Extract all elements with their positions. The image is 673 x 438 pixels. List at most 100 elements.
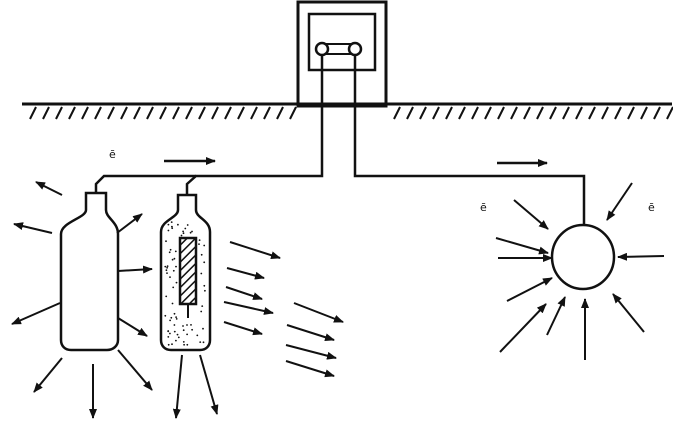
radiation-arrow <box>546 296 566 336</box>
solution-dot <box>166 272 168 274</box>
solution-dot <box>168 251 171 254</box>
solution-dot <box>171 225 173 228</box>
solution-dot <box>186 324 188 326</box>
ground-hatch-mark <box>237 106 245 120</box>
solution-dot <box>186 224 189 226</box>
ground-hatch-mark <box>185 106 193 120</box>
ground-hatch-mark <box>614 106 622 120</box>
ground-hatch-mark <box>29 106 37 120</box>
radiation-arrow <box>617 252 665 261</box>
ground-hatch-mark <box>276 106 284 120</box>
sphere <box>550 223 616 291</box>
meter-terminal-right <box>347 41 363 57</box>
solution-dot <box>175 316 178 318</box>
radiation-arrow <box>606 182 633 221</box>
ground-hatch-mark <box>549 106 557 120</box>
ground-hatch-mark <box>510 106 518 120</box>
electron-label-left: ē <box>109 148 116 161</box>
solution-dot <box>203 261 206 264</box>
ground-hatch-mark <box>458 106 466 120</box>
ground-hatch-mark <box>562 106 570 120</box>
solution-dot <box>166 266 169 269</box>
solution-dot <box>201 305 204 307</box>
solution-dot <box>167 223 170 226</box>
solution-dot <box>182 329 185 332</box>
ground-hatch-mark <box>133 106 141 120</box>
solution-dot <box>170 316 173 319</box>
solution-dot <box>172 269 175 272</box>
solution-dot <box>171 343 173 346</box>
ground-hatch-mark <box>627 106 635 120</box>
radiation-arrow <box>285 360 335 378</box>
solution-dot <box>166 265 169 267</box>
radiation-arrow <box>499 303 547 353</box>
solution-dot <box>177 336 180 339</box>
radiation-arrow <box>13 222 53 234</box>
solution-dot <box>184 227 187 230</box>
radiation-arrow <box>225 286 263 300</box>
solution-dot <box>175 265 177 268</box>
radiation-arrow <box>117 349 153 391</box>
radiation-arrow <box>117 317 148 337</box>
wire-right <box>353 55 586 226</box>
radiation-arrow <box>495 237 549 255</box>
radiation-arrow <box>172 354 183 419</box>
ground-hatch-mark <box>523 106 531 120</box>
solution-dot <box>190 324 192 326</box>
solution-dot <box>167 229 170 232</box>
ground-hatch-mark <box>81 106 89 120</box>
ground-hatch-mark <box>432 106 440 120</box>
solution-dot <box>198 243 200 246</box>
ground-hatch-mark <box>120 106 128 120</box>
solution-dot <box>189 231 192 234</box>
bottle-left <box>59 191 120 352</box>
solution-dot <box>202 341 205 344</box>
radiation-arrow <box>35 181 63 196</box>
ground-hatch-mark <box>653 106 661 120</box>
radiation-arrow <box>286 324 335 342</box>
ground-hatch-mark <box>159 106 167 120</box>
ground-hatch-mark <box>536 106 544 120</box>
ground-hatch-mark <box>211 106 219 120</box>
ground-hatch-mark <box>497 106 505 120</box>
solution-dot <box>175 339 177 342</box>
solution-dot <box>171 302 174 305</box>
ground-hatch-mark <box>575 106 583 120</box>
ground-hatch-mark <box>172 106 180 120</box>
radiation-arrow <box>293 302 344 323</box>
solution-dot <box>177 223 179 226</box>
ground-hatch-mark <box>601 106 609 120</box>
solution-dot <box>202 327 204 330</box>
radiation-arrow <box>223 321 263 336</box>
radiation-arrow <box>199 354 219 415</box>
radiation-arrow <box>612 293 645 333</box>
solution-dot <box>164 265 167 268</box>
solution-dot <box>203 244 206 247</box>
ground-hatch-mark <box>289 106 297 120</box>
solution-dot <box>173 312 176 315</box>
ground-hatch-mark <box>419 106 427 120</box>
ground-hatch-mark <box>107 106 115 120</box>
solution-dot <box>182 230 185 233</box>
ground-hatch-mark <box>393 106 401 120</box>
solution-dot <box>199 341 202 343</box>
ground-hatching <box>29 106 673 120</box>
wire-left-b <box>94 174 196 193</box>
solution-dot <box>186 343 189 346</box>
meter <box>296 0 388 108</box>
current-arrows <box>164 157 548 167</box>
solution-dot <box>186 333 189 336</box>
solution-dot <box>171 227 174 230</box>
solution-dot <box>196 334 199 337</box>
radiation-arrow <box>223 301 274 315</box>
ground-hatch-mark <box>588 106 596 120</box>
solution-dot <box>173 257 176 260</box>
ground-hatch-mark <box>198 106 206 120</box>
solution-dot <box>169 276 171 278</box>
solution-dot <box>191 230 193 233</box>
solution-dot <box>200 253 203 256</box>
ground-hatch-mark <box>146 106 154 120</box>
electron-label-right-a: ē <box>480 201 487 214</box>
wires <box>94 55 586 226</box>
